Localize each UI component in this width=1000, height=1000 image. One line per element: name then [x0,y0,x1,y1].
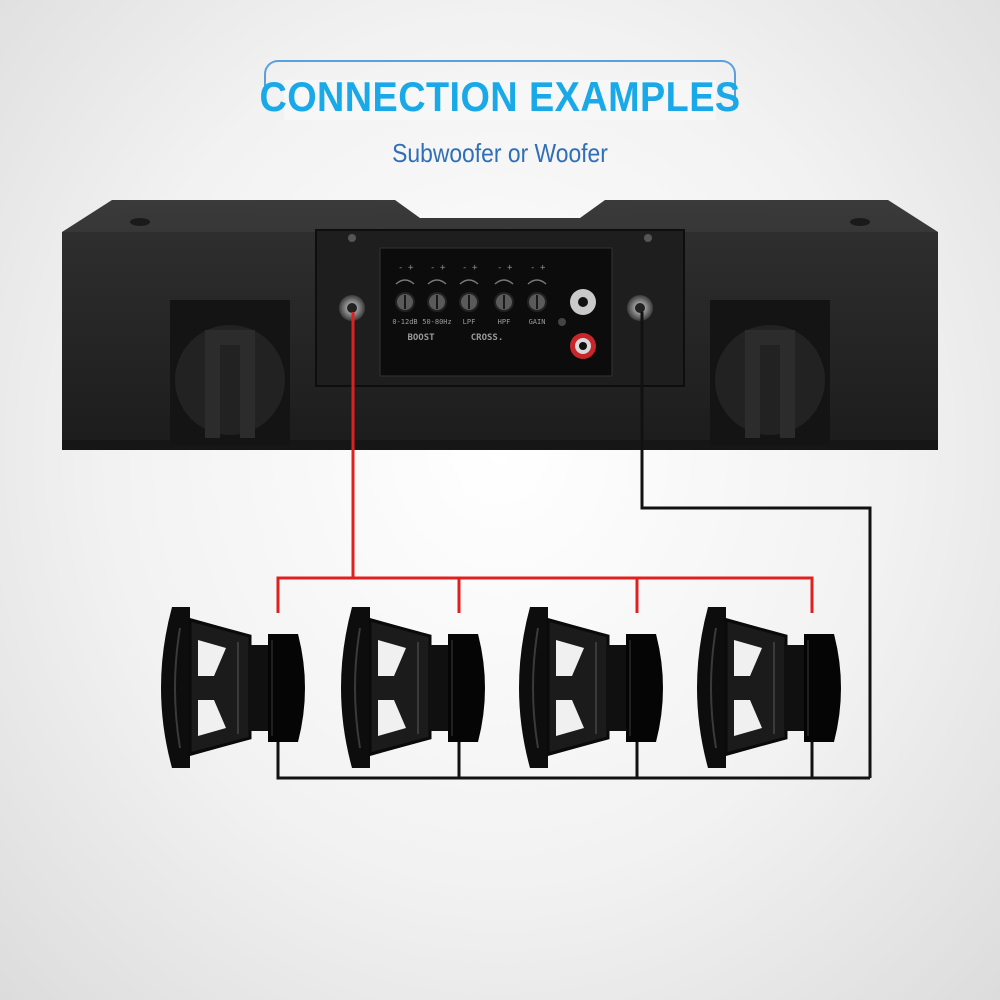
svg-text:-: - [430,263,435,273]
negative-terminal[interactable] [627,295,653,321]
header-frame [264,60,736,100]
right-vent [710,300,830,445]
control-knob-4[interactable]: -+ [494,263,514,312]
page-subtitle: Subwoofer or Woofer [392,138,608,168]
control-group-label-2: CROSS. [471,333,504,343]
positive-terminal[interactable] [339,295,365,321]
status-led [558,318,566,326]
control-label-4: HPF [498,318,511,326]
speaker-3 [519,607,663,768]
control-label-2: 50-80Hz [422,318,452,326]
svg-text:-: - [497,263,502,273]
speaker-4 [697,607,841,768]
rca-input-white[interactable] [570,289,596,315]
control-label-3: LPF [463,318,476,326]
svg-text:+: + [472,263,478,273]
svg-text:-: - [530,263,535,273]
svg-text:+: + [507,263,513,273]
negative-wire-main [640,312,872,778]
positive-wiring [276,312,814,613]
control-label-1: 0-12dB [392,318,417,326]
svg-text:+: + [440,263,446,273]
control-knob-3[interactable]: -+ [459,263,479,312]
control-knob-5[interactable]: -+ [527,263,547,312]
positive-bus [276,576,814,613]
page-title: CONNECTION EXAMPLES [259,73,741,120]
svg-text:-: - [462,263,467,273]
rca-input-red[interactable] [570,333,596,359]
negative-wiring [276,312,872,780]
control-group-label-1: BOOST [407,333,435,343]
title-backdrop [284,80,716,120]
speaker-1 [161,607,305,768]
control-label-5: GAIN [529,318,546,326]
speaker-2 [341,607,485,768]
svg-text:-: - [398,263,403,273]
control-knob-2[interactable]: -+ [427,263,447,312]
left-vent [170,300,290,445]
svg-text:+: + [540,263,546,273]
negative-bus [276,742,870,780]
control-knob-1[interactable]: -+ [395,263,415,312]
svg-text:+: + [408,263,414,273]
